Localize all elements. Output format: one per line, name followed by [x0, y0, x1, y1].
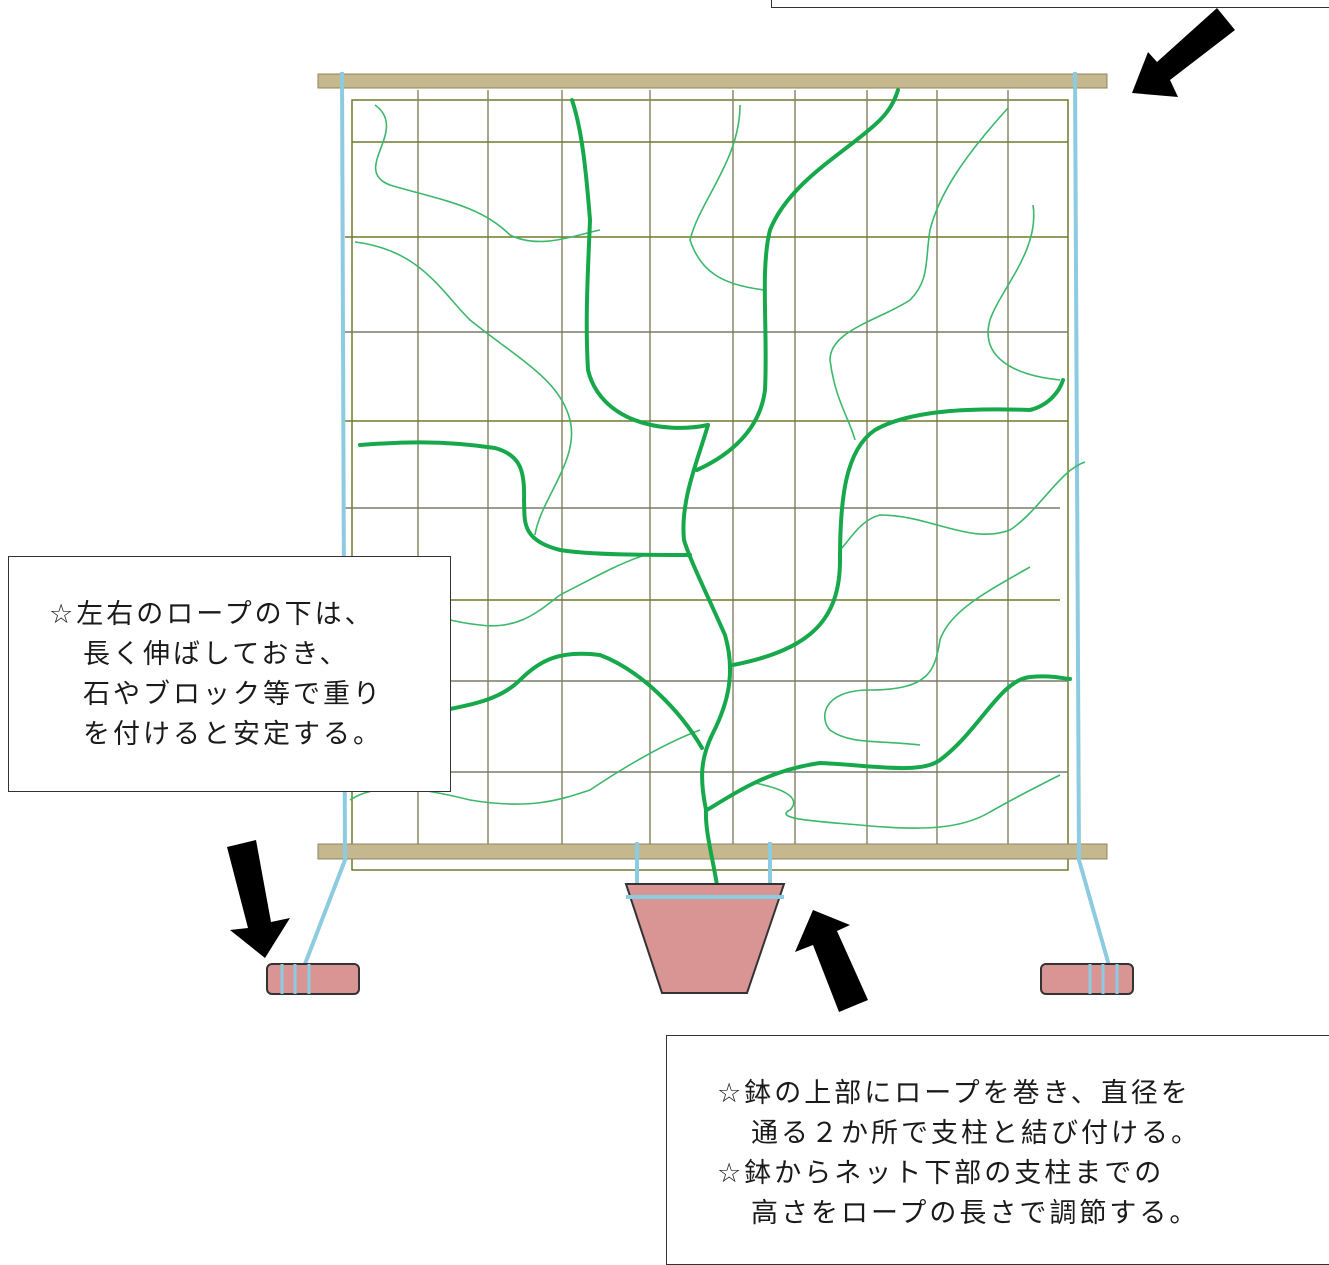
note-left-line-3: 石やブロック等で重り: [83, 679, 383, 710]
weight-left: [266, 963, 360, 995]
weight-right: [1040, 963, 1134, 995]
note-left-line-1: ☆左右のロープの下は、: [49, 599, 375, 630]
arrow-icon: [795, 910, 868, 1012]
note-top: [771, 0, 1329, 8]
pot: [624, 883, 786, 994]
note-bottom-line-1: ☆鉢の上部にロープを巻き、直径を: [717, 1078, 1191, 1109]
note-left-line-4: を付けると安定する。: [83, 719, 383, 750]
note-bottom: ☆鉢の上部にロープを巻き、直径を 通る２か所で支柱と結び付ける。 ☆鉢からネット…: [666, 1035, 1329, 1265]
vine-main: [358, 88, 1072, 887]
note-left-line-2: 長く伸ばしておき、: [83, 639, 350, 670]
note-bottom-line-3: ☆鉢からネット下部の支柱までの: [717, 1158, 1165, 1189]
net: [345, 90, 1069, 871]
net-horizontal-lines: [345, 141, 1068, 773]
note-bottom-line-2: 通る２か所で支柱と結び付ける。: [751, 1118, 1201, 1149]
note-bottom-line-4: 高さをロープの長さで調節する。: [751, 1198, 1200, 1229]
arrow-icon: [1132, 8, 1235, 97]
note-left: ☆左右のロープの下は、 長く伸ばしておき、 石やブロック等で重り を付けると安定…: [8, 556, 451, 792]
arrow-icon: [227, 840, 290, 958]
top-bar: [317, 73, 1108, 89]
